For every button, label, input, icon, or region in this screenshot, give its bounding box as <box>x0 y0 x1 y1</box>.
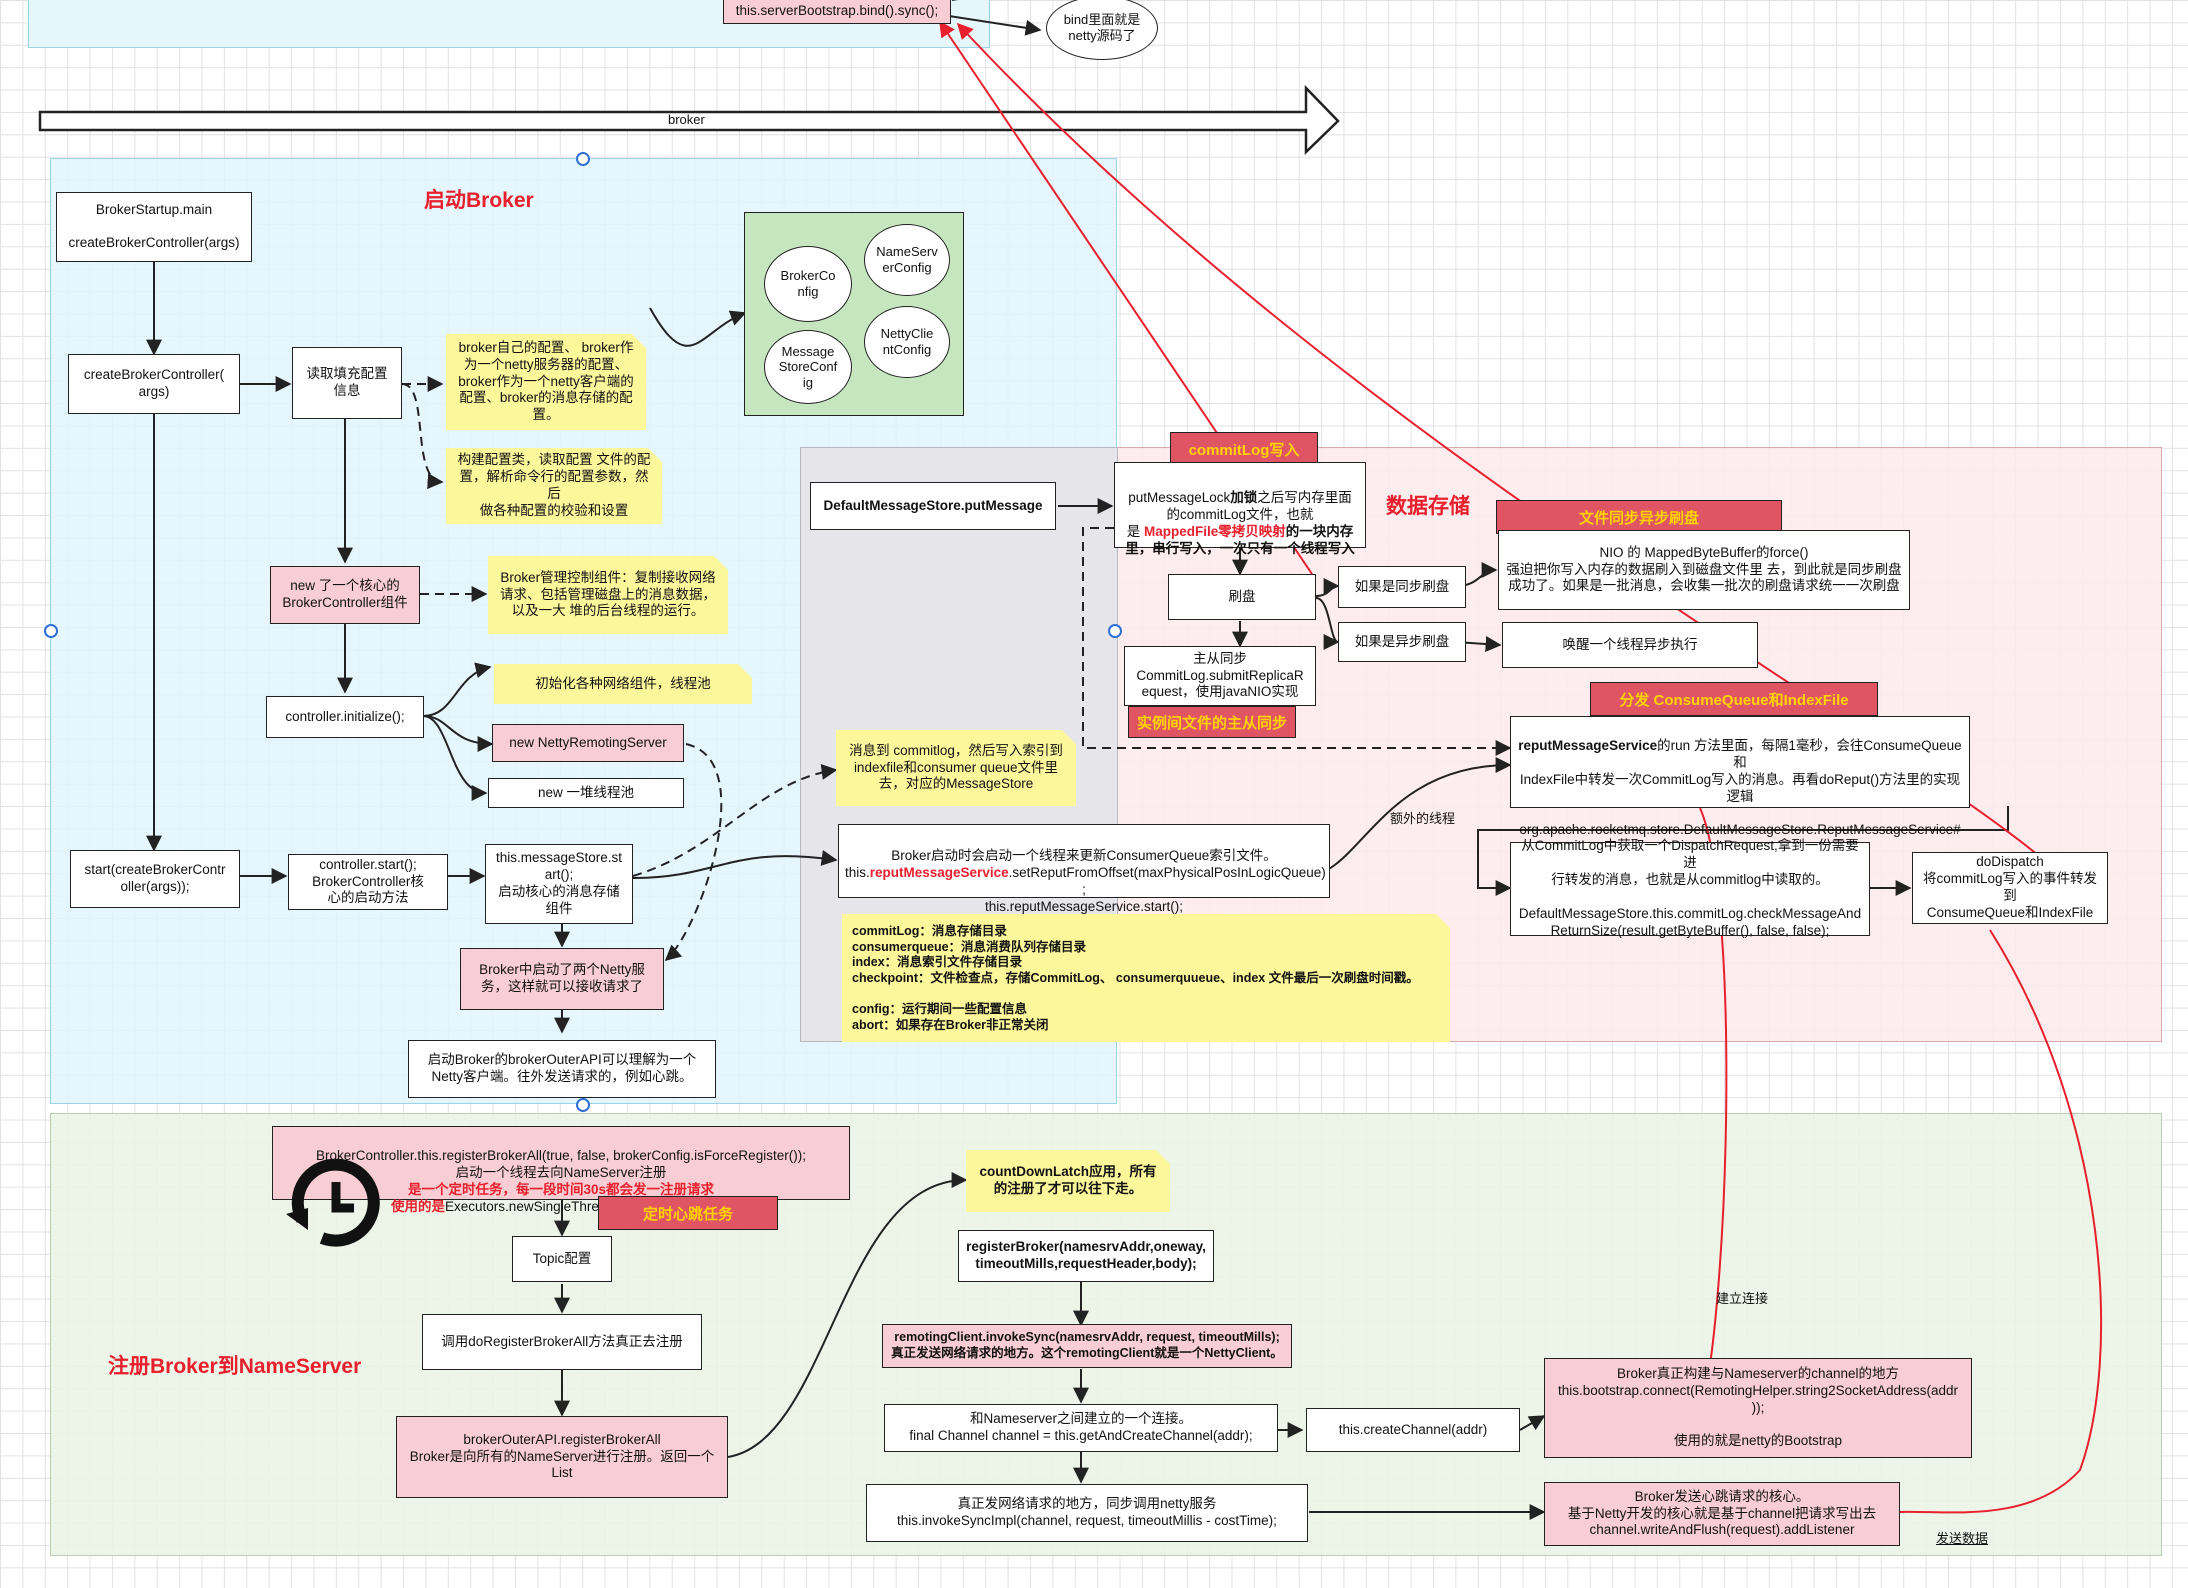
controller-start[interactable]: controller.start(); BrokerController核 心的… <box>288 854 448 910</box>
selection-handle-right[interactable] <box>1108 624 1122 638</box>
flush-box[interactable]: 刷盘 <box>1168 574 1316 620</box>
config-note[interactable]: broker自己的配置、 broker作 为一个netty服务器的配置、 bro… <box>446 334 646 430</box>
dispatch-tag[interactable]: 分发 ConsumeQueue和IndexFile <box>1590 682 1878 716</box>
commitlog-lock-bold: 加锁 <box>1230 489 1258 505</box>
heartbeat-task-tag[interactable]: 定时心跳任务 <box>598 1196 778 1230</box>
commitlog-write-text: 之后写内存里面 的commitLog文件，也就 是 <box>1126 489 1352 539</box>
topic-config-box[interactable]: Topic配置 <box>512 1236 612 1282</box>
dispatch-request-box[interactable]: 从CommitLog中获取一个DispatchRequest,拿到一份需要进 行… <box>1510 838 1870 938</box>
broker-arrow-label: broker <box>668 112 705 127</box>
bind-sync-box[interactable]: this.serverBootstrap.bind().sync(); <box>723 0 951 24</box>
invoke-sync-impl-box[interactable]: 真正发网络请求的地方，同步调用netty服务 this.invokeSyncIm… <box>866 1484 1308 1542</box>
broker-startup-main[interactable]: BrokerStartup.main createBrokerControlle… <box>56 192 252 262</box>
async-flush-box[interactable]: 如果是异步刷盘 <box>1338 622 1466 662</box>
reput-start-line2: .setReputFromOffset(maxPhysicalPosInLogi… <box>984 864 1326 914</box>
reput-service-highlight: reputMessageService <box>869 864 1009 880</box>
file-sync-async-tag[interactable]: 文件同步异步刷盘 <box>1496 500 1782 534</box>
message-store-config-circle[interactable]: Message StoreConf ig <box>764 330 852 404</box>
message-store-note[interactable]: 消息到 commitlog，然后写入索引到 indexfile和consumer… <box>836 730 1076 806</box>
parse-config-note[interactable]: 构建配置类，读取配置 文件的配 置，解析命令行的配置参数，然后 做各种配置的校验… <box>446 448 662 524</box>
storage-directory-note[interactable]: commitLog：消息存储目录 consumerqueue：消息消费队列存储目… <box>842 914 1450 1042</box>
nio-force-box[interactable]: NIO 的 MappedByteBuffer的force() 强迫把你写入内存的… <box>1498 530 1910 610</box>
reput-service-box[interactable]: reputMessageService的run 方法里面，每隔1毫秒，会往Con… <box>1510 716 1970 854</box>
write-and-flush-box[interactable]: Broker发送心跳请求的核心。 基于Netty开发的核心就是基于channel… <box>1544 1482 1900 1546</box>
init-network-note[interactable]: 初始化各种网络组件，线程池 <box>494 664 752 704</box>
invoke-sync-box[interactable]: remotingClient.invokeSync(namesrvAddr, r… <box>882 1324 1292 1368</box>
countdown-latch-note[interactable]: countDownLatch应用，所有 的注册了才可以往下走。 <box>966 1150 1170 1212</box>
clock-icon <box>282 1158 386 1248</box>
outer-api-register-box[interactable]: brokerOuterAPI.registerBrokerAll Broker是… <box>396 1416 728 1498</box>
new-thread-pools[interactable]: new 一堆线程池 <box>488 778 684 808</box>
create-broker-controller[interactable]: createBrokerController( args) <box>68 354 240 414</box>
replica-sync-box[interactable]: 主从同步 CommitLog.submitReplicaR equest，使用j… <box>1124 646 1316 706</box>
extra-thread-label: 额外的线程 <box>1390 811 1456 826</box>
new-broker-controller[interactable]: new 了一个核心的 BrokerController组件 <box>270 566 420 624</box>
bootstrap-connect-box[interactable]: Broker真正构建与Nameserver的channel的地方 this.bo… <box>1544 1358 1972 1458</box>
commitlog-write-tag[interactable]: commitLog写入 <box>1170 432 1318 466</box>
reput-start-line1: Broker启动时会启动一个线程来更新ConsumerQueue索引文件。 <box>891 847 1277 863</box>
broker-controller-note[interactable]: Broker管理控制组件：复制接收网络 请求、包括管理磁盘上的消息数据， 以及一… <box>488 556 728 634</box>
new-netty-remoting-server[interactable]: new NettyRemotingServer <box>492 724 684 762</box>
create-channel-box[interactable]: this.createChannel(addr) <box>1306 1408 1520 1452</box>
connect-label: 建立连接 <box>1716 1291 1769 1306</box>
reput-start-prefix: this. <box>845 864 870 880</box>
broker-config-circle[interactable]: BrokerCo nfig <box>764 246 852 322</box>
controller-initialize[interactable]: controller.initialize(); <box>266 696 424 738</box>
netty-client-config-circle[interactable]: NettyClie ntConfig <box>864 306 950 378</box>
selection-handle-left[interactable] <box>44 624 58 638</box>
do-register-box[interactable]: 调用doRegisterBrokerAll方法真正去注册 <box>422 1314 702 1370</box>
message-store-start[interactable]: this.messageStore.st art(); 启动核心的消息存储 组件 <box>485 844 633 924</box>
read-config-box[interactable]: 读取填充配置 信息 <box>292 347 402 419</box>
get-channel-box[interactable]: 和Nameserver之间建立的一个连接。 final Channel chan… <box>884 1404 1278 1452</box>
bind-netty-note[interactable]: bind里面就是 netty源码了 <box>1046 0 1158 60</box>
netty-services-started[interactable]: Broker中启动了两个Netty服 务，这样就可以接收请求了 <box>460 948 664 1010</box>
reput-service-name: reputMessageService <box>1518 737 1658 753</box>
mapped-file-highlight: MappedFile零拷贝映射 <box>1144 523 1286 539</box>
start-broker-title: 启动Broker <box>424 189 534 212</box>
commitlog-serial-text: 的一块内存 里，串行写入，一次只有一个线程写入 <box>1125 523 1355 556</box>
scheduled-task-text: 是一个定时任务，每一段时间30s都会发一注册请求 使用的是 <box>391 1181 715 1214</box>
reput-service-text: 的run 方法里面，每隔1毫秒，会往ConsumeQueue和 IndexFil… <box>1519 737 1962 854</box>
selection-handle-bottom[interactable] <box>576 1098 590 1112</box>
broker-outer-api-box[interactable]: 启动Broker的brokerOuterAPI可以理解为一个 Netty客户端。… <box>408 1040 716 1098</box>
register-broker-call[interactable]: registerBroker(namesrvAddr,oneway, timeo… <box>958 1230 1214 1282</box>
nameserver-config-circle[interactable]: NameServ erConfig <box>864 224 950 296</box>
start-broker-controller[interactable]: start(createBrokerContr oller(args)); <box>70 850 240 908</box>
commitlog-write-box[interactable]: putMessageLock加锁之后写内存里面 的commitLog文件，也就 … <box>1114 462 1366 556</box>
sync-flush-box[interactable]: 如果是同步刷盘 <box>1338 566 1466 608</box>
replica-sync-tag[interactable]: 实例间文件的主从同步 <box>1128 706 1296 738</box>
selection-handle-top[interactable] <box>576 152 590 166</box>
send-data-label: 发送数据 <box>1936 1531 1989 1546</box>
wake-thread-box[interactable]: 唤醒一个线程异步执行 <box>1502 622 1758 668</box>
register-title: 注册Broker到NameServer <box>108 1355 362 1378</box>
register-all-text: BrokerController.this.registerBrokerAll(… <box>316 1147 806 1180</box>
reput-start-box[interactable]: Broker启动时会启动一个线程来更新ConsumerQueue索引文件。 thi… <box>838 824 1330 914</box>
put-message-box[interactable]: DefaultMessageStore.putMessage <box>810 482 1056 530</box>
commitlog-lock-text: putMessageLock <box>1128 489 1231 505</box>
storage-title: 数据存储 <box>1386 495 1470 518</box>
do-dispatch-box[interactable]: doDispatch 将commitLog写入的事件转发到 ConsumeQue… <box>1912 852 2108 924</box>
